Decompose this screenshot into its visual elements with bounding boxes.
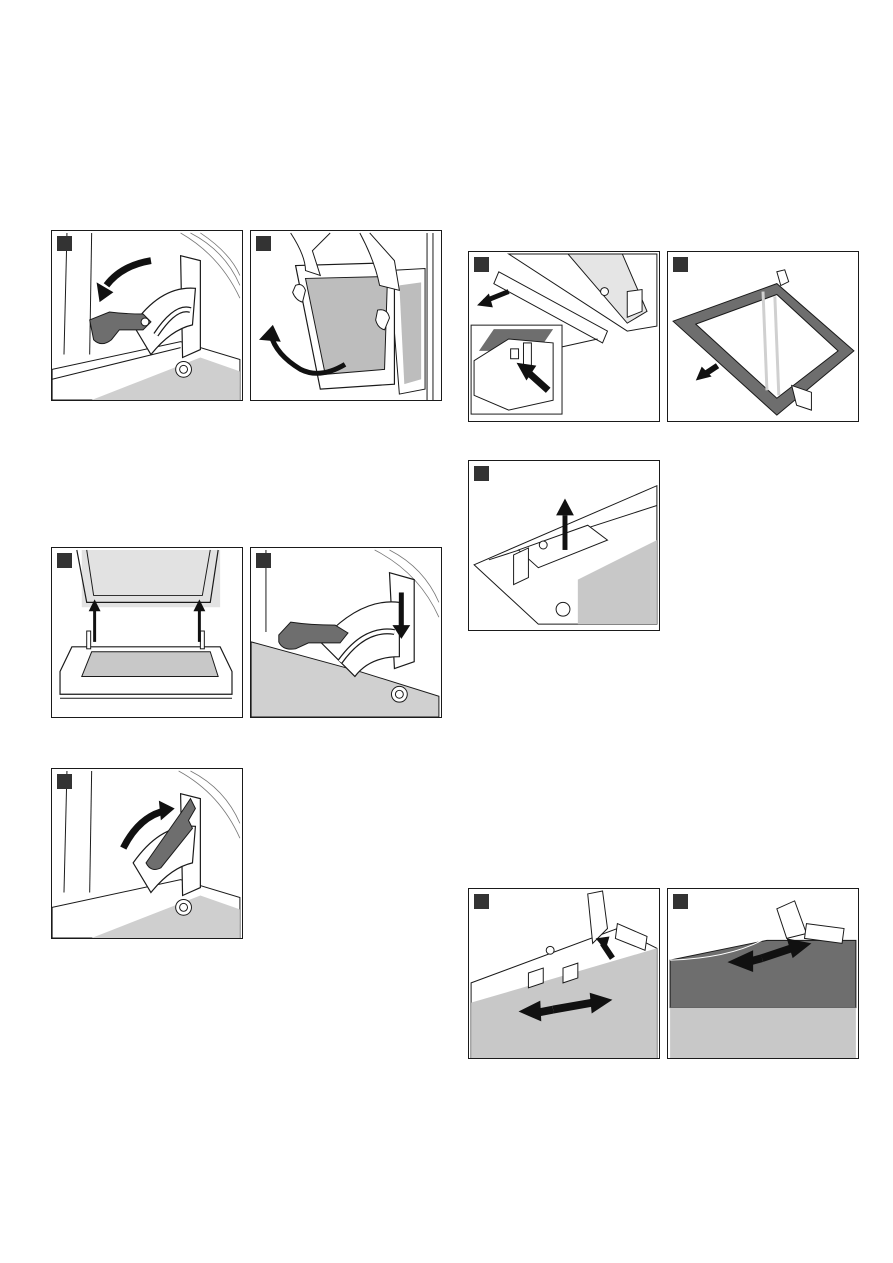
- step-marker: [474, 257, 489, 272]
- step-marker: [256, 236, 271, 251]
- step-marker: [256, 553, 271, 568]
- step-marker: [57, 236, 72, 251]
- panel-hinge-lever-lower: [250, 547, 442, 718]
- hinge-lever-illustration: [52, 231, 242, 400]
- panel-clip-slide-in: [468, 888, 660, 1059]
- panel-hinge-lever-fold-down: [51, 230, 243, 401]
- glass-pane-illustration: [668, 252, 858, 421]
- step-marker: [474, 466, 489, 481]
- hinge-lever-illustration: [52, 769, 242, 938]
- panel-glass-pane-remove: [667, 251, 859, 422]
- step-marker: [673, 257, 688, 272]
- panel-door-hooks-insert: [51, 547, 243, 718]
- panel-door-strip-release: [468, 251, 660, 422]
- door-strip-illustration: [469, 252, 659, 421]
- step-marker: [673, 894, 688, 909]
- door-hooks-illustration: [52, 548, 242, 717]
- panel-pane-push-in: [667, 888, 859, 1059]
- hinge-lever-illustration: [251, 548, 441, 717]
- step-marker: [57, 553, 72, 568]
- door-panel-illustration: [251, 231, 441, 400]
- clip-illustration: [469, 461, 659, 630]
- pane-push-illustration: [668, 889, 858, 1058]
- panel-door-panel-lift-out: [250, 230, 442, 401]
- step-marker: [57, 774, 72, 789]
- step-marker: [474, 894, 489, 909]
- panel-hinge-lever-fold-up: [51, 768, 243, 939]
- clip-slide-illustration: [469, 889, 659, 1058]
- panel-clip-lift-up: [468, 460, 660, 631]
